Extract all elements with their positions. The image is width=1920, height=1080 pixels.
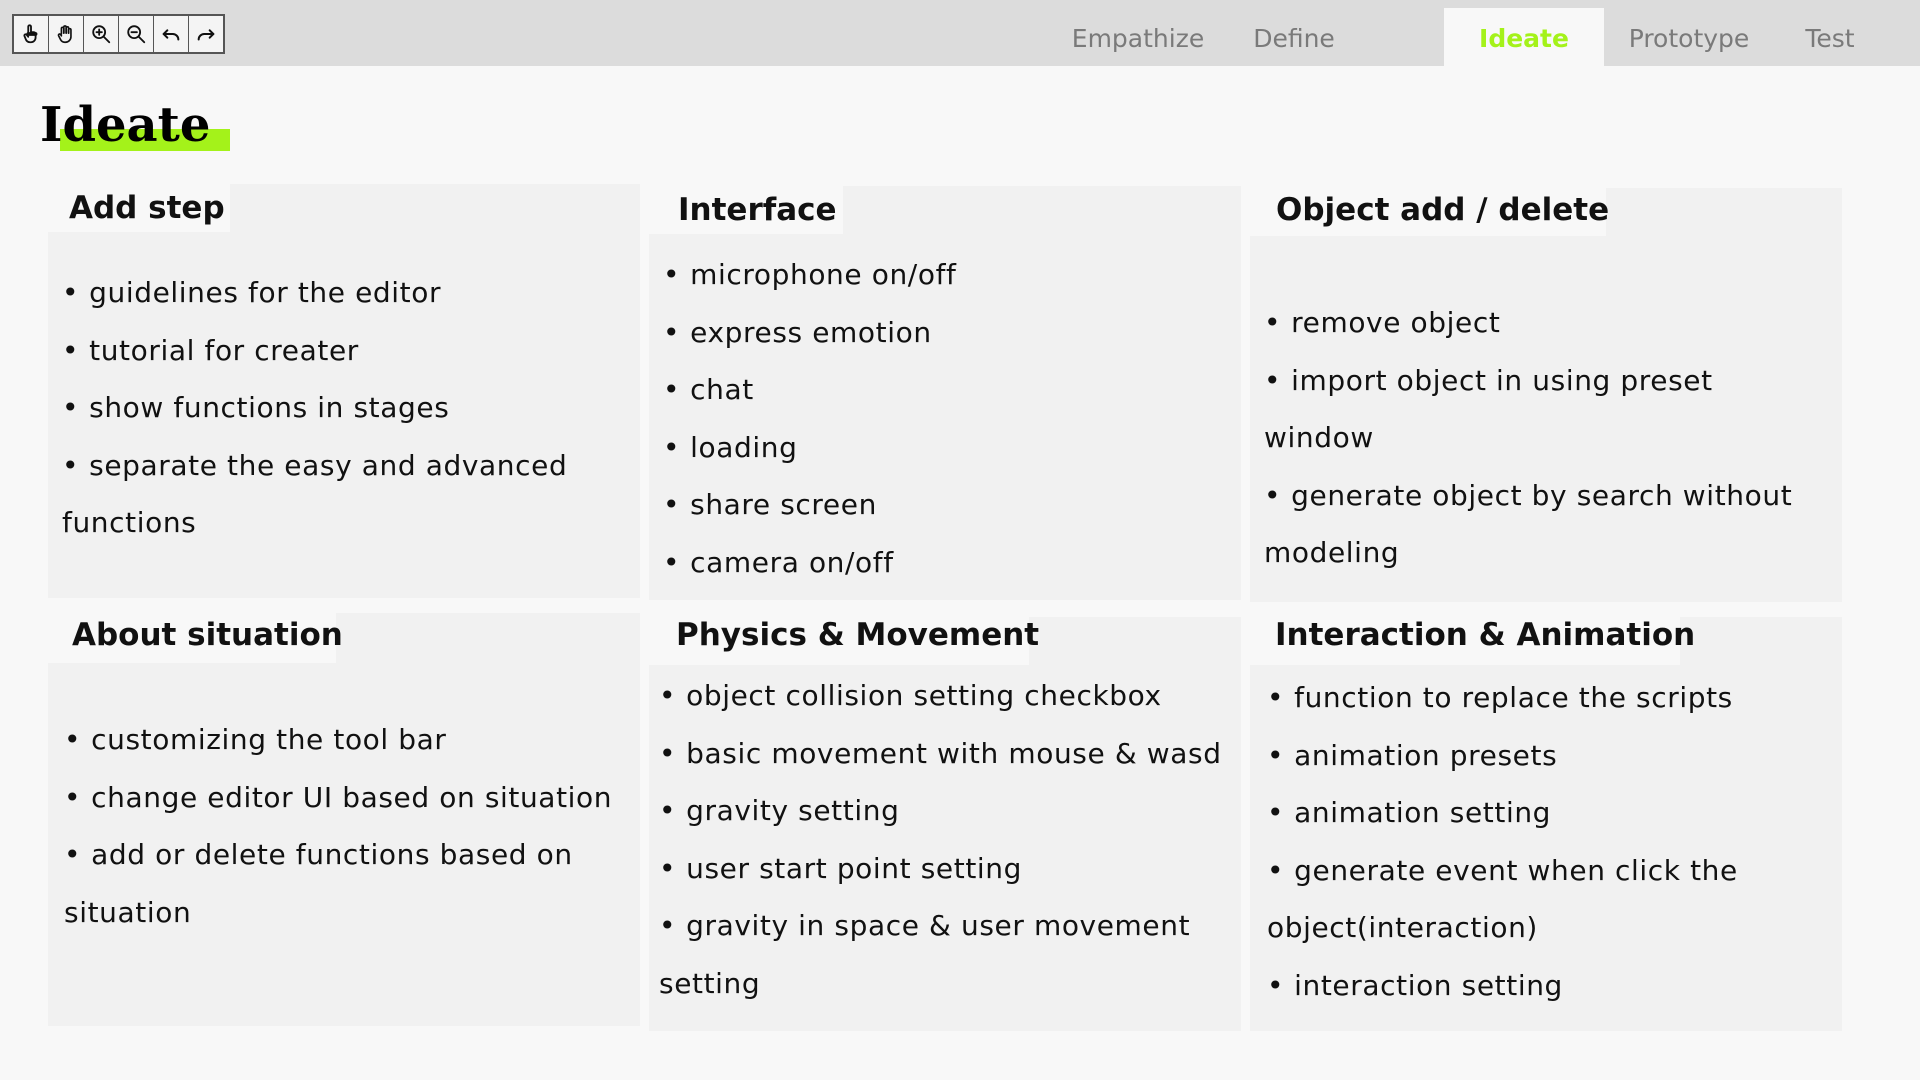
list-item: add or delete functions based on situati… (64, 826, 630, 941)
card-title: Physics & Movement (676, 617, 1040, 653)
list-item: loading (663, 419, 1231, 477)
undo-button[interactable] (154, 16, 189, 52)
top-bar: Empathize Define Ideate Prototype Test (0, 0, 1920, 66)
list-item: animation presets (1267, 727, 1832, 785)
card-list: function to replace the scripts animatio… (1267, 669, 1832, 1014)
zoom-in-button[interactable] (84, 16, 119, 52)
tab-test[interactable]: Test (1805, 24, 1855, 53)
card-list: microphone on/off express emotion chat l… (663, 246, 1231, 591)
list-item: tutorial for creater (62, 322, 630, 380)
card-list: remove object import object in using pre… (1264, 294, 1832, 582)
card-header (1250, 188, 1606, 236)
list-item: user start point setting (659, 840, 1231, 898)
pan-hand-button[interactable] (49, 16, 84, 52)
card-about-situation: About situation customizing the tool bar… (48, 613, 640, 1026)
redo-button[interactable] (189, 16, 223, 52)
card-title: Interface (678, 192, 837, 228)
card-title: Add step (69, 190, 225, 226)
card-add-step: Add step guidelines for the editor tutor… (48, 184, 640, 598)
list-item: basic movement with mouse & wasd (659, 725, 1231, 783)
list-item: gravity in space & user movement setting (659, 897, 1231, 1012)
card-list: object collision setting checkbox basic … (659, 667, 1231, 1012)
card-list: customizing the tool bar change editor U… (64, 711, 630, 941)
card-physics-movement: Physics & Movement object collision sett… (649, 617, 1241, 1031)
card-header (649, 186, 843, 234)
list-item: remove object (1264, 294, 1832, 352)
list-item: express emotion (663, 304, 1231, 362)
card-object-add-delete: Object add / delete remove object import… (1250, 188, 1842, 602)
list-item: separate the easy and advanced functions (62, 437, 630, 552)
list-item: object collision setting checkbox (659, 667, 1231, 725)
list-item: function to replace the scripts (1267, 669, 1832, 727)
tab-define[interactable]: Define (1253, 24, 1335, 53)
zoom-in-icon (92, 25, 111, 44)
list-item: change editor UI based on situation (64, 769, 630, 827)
pan-hand-icon (57, 25, 72, 44)
pointer-hand-icon (23, 24, 38, 44)
zoom-out-icon (127, 25, 146, 44)
zoom-out-button[interactable] (119, 16, 154, 52)
tab-ideate[interactable]: Ideate (1444, 8, 1604, 66)
page-title: Ideate (40, 97, 211, 153)
list-item: chat (663, 361, 1231, 419)
list-item: animation setting (1267, 784, 1832, 842)
card-interaction-animation: Interaction & Animation function to repl… (1250, 617, 1842, 1031)
list-item: gravity setting (659, 782, 1231, 840)
list-item: interaction setting (1267, 957, 1832, 1015)
list-item: customizing the tool bar (64, 711, 630, 769)
list-item: show functions in stages (62, 379, 630, 437)
redo-icon (197, 29, 215, 41)
list-item: generate event when click the object(int… (1267, 842, 1832, 957)
list-item: import object in using preset window (1264, 352, 1832, 467)
card-title: Interaction & Animation (1275, 617, 1696, 653)
page-title-block: Ideate (40, 96, 230, 156)
undo-icon (162, 29, 180, 41)
title-highlight (60, 129, 230, 151)
list-item: microphone on/off (663, 246, 1231, 304)
list-item: camera on/off (663, 534, 1231, 592)
list-item: generate object by search without modeli… (1264, 467, 1832, 582)
card-title: About situation (72, 617, 343, 653)
card-header (48, 613, 336, 663)
list-item: share screen (663, 476, 1231, 534)
card-title: Object add / delete (1276, 192, 1610, 228)
card-header (48, 184, 230, 232)
toolbar (12, 14, 225, 54)
card-header (649, 617, 1029, 665)
card-interface: Interface microphone on/off express emot… (649, 186, 1241, 600)
card-list: guidelines for the editor tutorial for c… (62, 264, 630, 552)
tab-empathize[interactable]: Empathize (1071, 24, 1205, 53)
pointer-hand-button[interactable] (14, 16, 49, 52)
list-item: guidelines for the editor (62, 264, 630, 322)
tab-prototype[interactable]: Prototype (1628, 24, 1750, 53)
card-header (1250, 617, 1680, 665)
